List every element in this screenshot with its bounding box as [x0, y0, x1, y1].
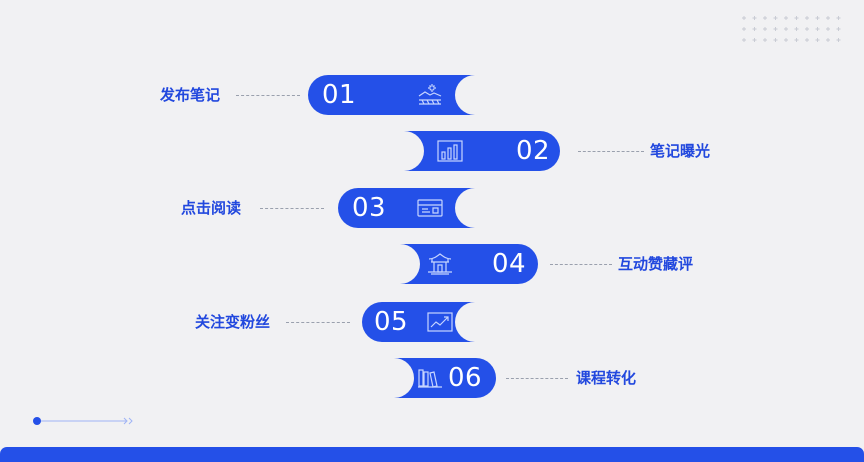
plus-mark	[742, 38, 746, 42]
growth-chart-icon	[427, 312, 453, 332]
step-03-label: 点击阅读	[181, 199, 242, 217]
step-01: 发布笔记 01	[0, 75, 864, 115]
plus-mark	[773, 16, 778, 20]
step-06-number: 06	[448, 363, 483, 393]
books-icon	[418, 369, 442, 388]
plus-mark	[742, 16, 746, 20]
step-05-pill: 05	[362, 302, 475, 342]
plus-mark	[773, 38, 778, 42]
plus-mark	[805, 27, 809, 31]
plus-mark	[752, 27, 757, 31]
plus-mark	[836, 27, 841, 31]
plus-mark	[794, 27, 799, 31]
step-03-number: 03	[352, 193, 387, 223]
step-05: 关注变粉丝 05	[0, 302, 864, 342]
step-05-number: 05	[374, 307, 409, 337]
plus-mark	[794, 38, 799, 42]
step-04-pill: 04	[400, 244, 538, 284]
step-06: 06 课程转化	[0, 358, 864, 398]
plus-mark	[763, 16, 767, 20]
pavilion-icon	[428, 253, 452, 275]
plus-mark	[836, 16, 841, 20]
plus-mark	[773, 27, 778, 31]
plus-mark	[752, 38, 757, 42]
step-06-connector	[506, 378, 568, 379]
step-06-label: 课程转化	[576, 369, 637, 387]
step-02-number: 02	[516, 136, 551, 166]
step-06-pill: 06	[394, 358, 496, 398]
book-icon	[417, 199, 443, 217]
step-04-number: 04	[492, 249, 527, 279]
plus-mark	[784, 38, 788, 42]
plus-mark	[784, 27, 788, 31]
bottom-bar	[0, 447, 864, 462]
bar-chart-icon	[437, 140, 463, 162]
step-01-pill: 01	[308, 75, 475, 115]
plus-mark	[763, 27, 767, 31]
plus-grid-decoration	[742, 16, 841, 42]
plus-mark	[836, 38, 841, 42]
step-04-connector	[550, 264, 612, 265]
plus-mark	[784, 16, 788, 20]
step-01-connector	[236, 95, 300, 96]
step-02: 02 笔记曝光	[0, 131, 864, 171]
plus-mark	[826, 27, 830, 31]
step-05-connector	[286, 322, 350, 323]
plus-mark	[815, 27, 820, 31]
plus-mark	[805, 16, 809, 20]
plus-mark	[794, 16, 799, 20]
step-02-connector	[578, 151, 644, 152]
plus-mark	[815, 16, 820, 20]
step-05-label: 关注变粉丝	[195, 313, 271, 331]
slider-decoration	[33, 417, 133, 425]
landscape-icon	[418, 84, 442, 105]
step-04-label: 互动赞藏评	[618, 255, 694, 273]
step-03: 点击阅读 03	[0, 188, 864, 228]
plus-mark	[752, 16, 757, 20]
step-01-label: 发布笔记	[160, 86, 221, 104]
step-02-pill: 02	[404, 131, 560, 171]
plus-mark	[805, 38, 809, 42]
step-01-number: 01	[322, 80, 357, 110]
plus-mark	[742, 27, 746, 31]
step-03-connector	[260, 208, 324, 209]
plus-mark	[815, 38, 820, 42]
step-04: 04 互动赞藏评	[0, 244, 864, 284]
plus-mark	[763, 38, 767, 42]
step-03-pill: 03	[338, 188, 475, 228]
plus-mark	[826, 16, 830, 20]
step-02-label: 笔记曝光	[650, 142, 711, 160]
plus-mark	[826, 38, 830, 42]
